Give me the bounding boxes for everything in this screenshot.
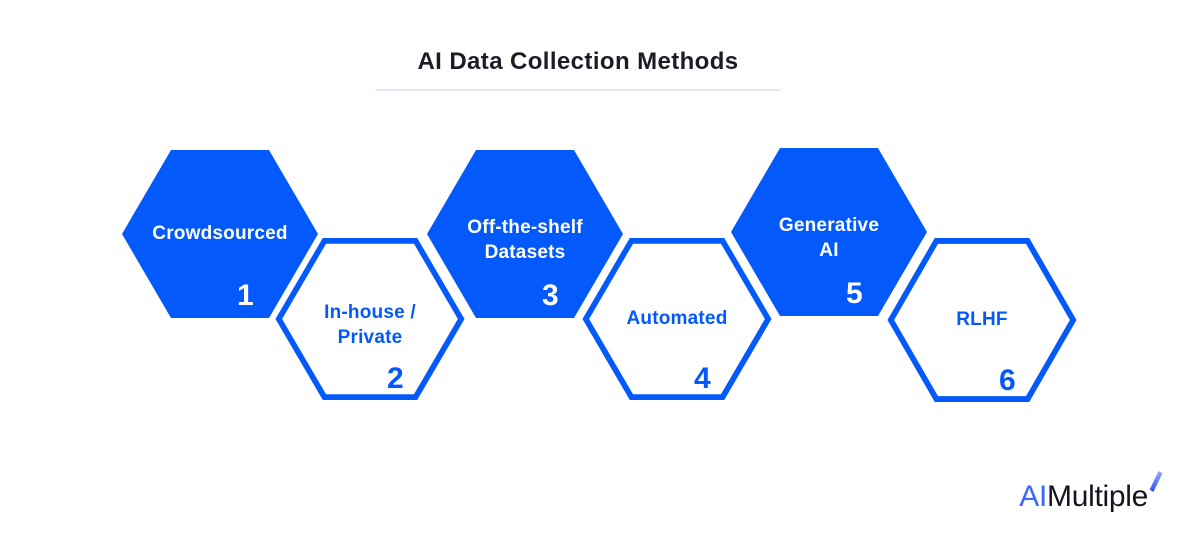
hexagon-label-line2: Private: [337, 327, 403, 348]
hexagon-label: RLHF: [887, 237, 1077, 403]
hexagon-number: 1: [237, 279, 254, 312]
page-title: AI Data Collection Methods: [417, 48, 739, 75]
hexagon-label-line1: Crowdsourced: [152, 223, 288, 245]
hexagon-automated: Automated 4: [582, 237, 772, 401]
hexagon-label-line1: Automated: [626, 308, 728, 330]
hexagon-number: 2: [387, 362, 404, 395]
hexagon-rlhf: RLHF 6: [887, 237, 1077, 403]
hexagon-label-line2: Datasets: [484, 242, 566, 263]
hexagon-in-house-private: In-house / Private 2: [275, 237, 465, 401]
spark-icon: [1149, 471, 1163, 492]
hexagon-label-line1: RLHF: [956, 309, 1008, 331]
title-block: AI Data Collection Methods: [375, 48, 781, 91]
hexagon-number: 4: [694, 362, 711, 395]
hexagon-number: 3: [542, 279, 559, 312]
hexagon-crowdsourced: Crowdsourced 1: [122, 150, 318, 318]
hexagon-shape: [582, 237, 772, 401]
hexagon-shape: [427, 150, 623, 318]
hexagon-number: 5: [846, 277, 863, 310]
aimultiple-logo: AIMultiple: [1019, 471, 1163, 513]
hexagon-label-line2: AI: [819, 240, 839, 261]
hexagon-number: 6: [999, 364, 1016, 397]
logo-text-multiple: Multiple: [1047, 480, 1148, 513]
hexagon-shape: [275, 237, 465, 401]
logo-text-ai: AI: [1019, 480, 1048, 513]
title-underline: [375, 89, 781, 91]
hexagon-shape: [122, 150, 318, 318]
hexagon-shape: [887, 237, 1077, 403]
hexagon-label: In-house / Private: [275, 237, 465, 401]
hexagon-label: Automated: [582, 237, 772, 401]
hexagon-label-line1: Generative: [778, 214, 880, 236]
hexagon-label-line1: Off-the-shelf: [467, 216, 583, 238]
hexagon-label-line1: In-house /: [324, 301, 416, 323]
hexagon-shape: [731, 148, 927, 316]
hexagon-label: Crowdsourced: [122, 150, 318, 318]
